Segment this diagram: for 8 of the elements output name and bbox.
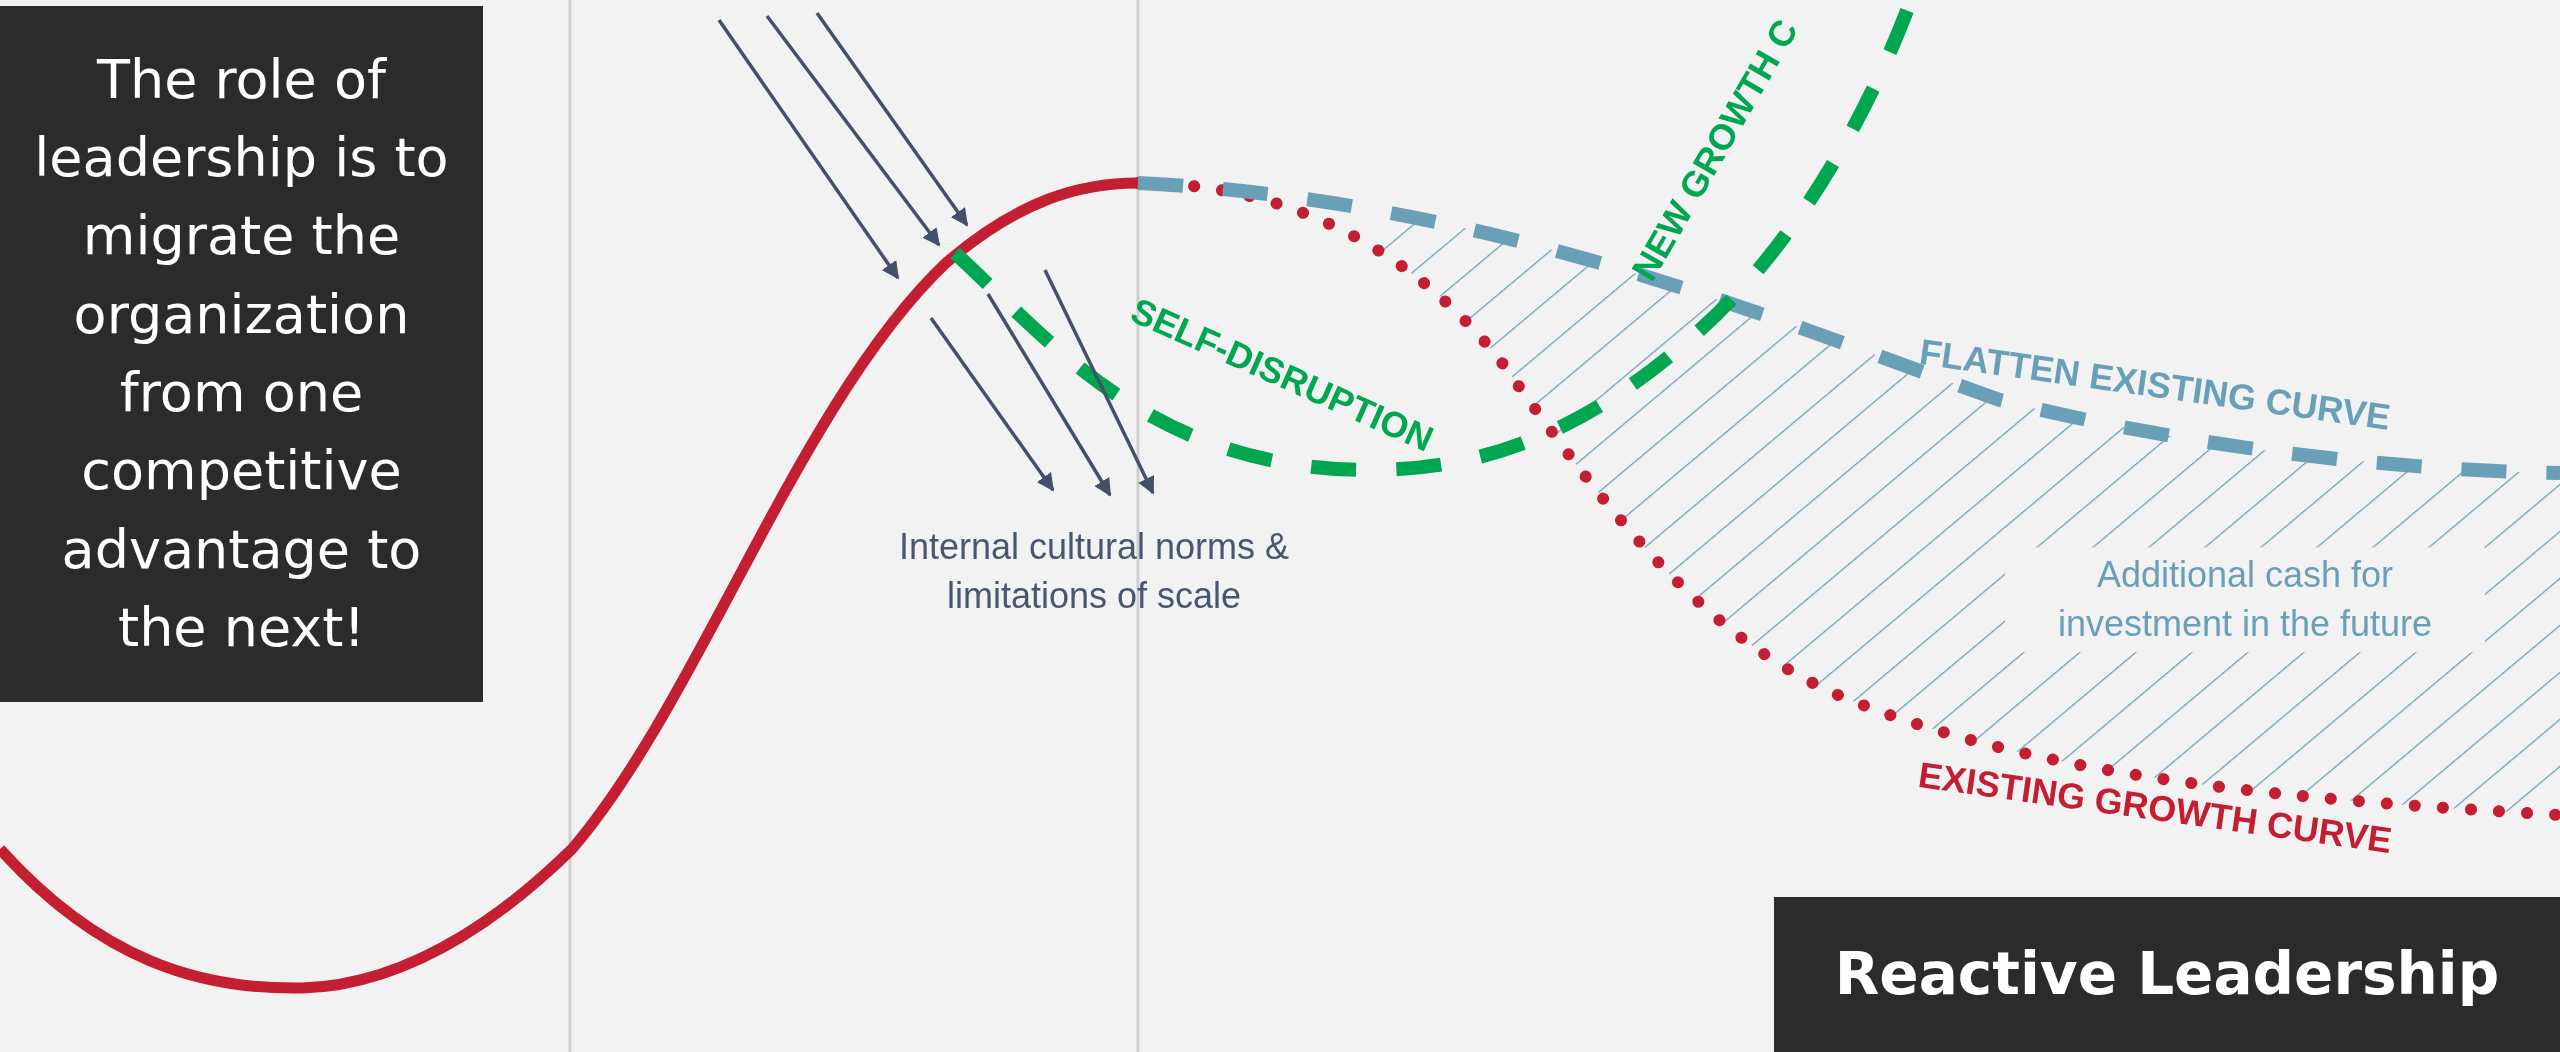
annotation-text: Internal cultural norms & limitations of scale xyxy=(897,525,1291,618)
curve-label: FLATTEN EXISTING CURVE xyxy=(1917,331,2393,439)
panel-heading: Reactive Leadership xyxy=(1834,939,2500,1010)
curve-label: EXISTING GROWTH CURVE xyxy=(1915,754,2395,862)
annotation-text: Additional cash for investment in the future xyxy=(2005,547,2485,653)
text-panel xyxy=(0,6,483,702)
statement-text: The role of leadership is to migrate the organization from one competitive advantage to the next! xyxy=(33,46,450,661)
title-panel xyxy=(1774,897,2560,1052)
